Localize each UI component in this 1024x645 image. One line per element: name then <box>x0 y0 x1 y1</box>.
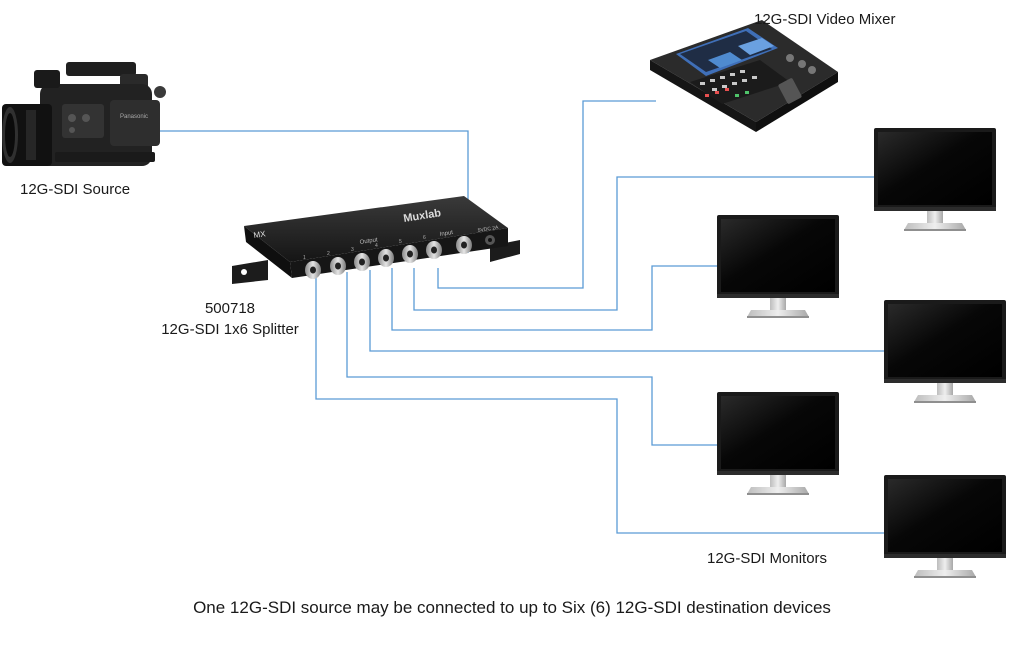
port-number: 5 <box>399 239 402 245</box>
monitor-icon <box>717 392 839 495</box>
cable-out-to-monitor-1 <box>413 176 875 311</box>
monitor-icon <box>874 128 996 231</box>
splitter-icon: MX Muxlab Input Output 5VDC 2A 1 2 3 4 5… <box>232 196 520 284</box>
port-number: 6 <box>423 235 426 241</box>
monitor-icon <box>884 300 1006 403</box>
svg-text:MX: MX <box>253 229 267 240</box>
splitter-input-label: Input <box>439 230 453 238</box>
port-number: 4 <box>375 243 378 249</box>
camera-icon: Panasonic <box>2 62 166 166</box>
splitter-power-label: 5VDC 2A <box>477 225 499 234</box>
video-mixer-icon <box>650 20 838 132</box>
splitter-name-label: 12G-SDI 1x6 Splitter <box>161 321 299 338</box>
splitter-model-label: 500718 <box>204 300 256 317</box>
cable-out-to-monitor-4 <box>346 272 718 446</box>
cables <box>155 100 885 534</box>
svg-text:Panasonic: Panasonic <box>120 114 148 120</box>
source-label: 12G-SDI Source <box>20 181 131 198</box>
monitor-icon <box>717 215 839 318</box>
cable-out-to-monitor-5 <box>315 276 885 534</box>
monitor-icon <box>884 475 1006 578</box>
splitter-output-label: Output <box>359 237 378 246</box>
monitors-label: 12G-SDI Monitors <box>707 550 828 567</box>
cable-out-to-monitor-3 <box>369 270 885 352</box>
splitter-brand: Muxlab <box>403 207 443 225</box>
port-number: 3 <box>351 247 354 253</box>
monitors <box>717 128 1006 578</box>
port-number: 2 <box>327 251 330 257</box>
mixer-label: 12G-SDI Video Mixer <box>754 11 896 28</box>
bnc-connectors <box>305 235 495 279</box>
cable-out-to-monitor-2 <box>391 265 718 331</box>
cable-out-to-mixer <box>437 100 656 289</box>
port-number: 1 <box>303 255 306 261</box>
splitter-port-numbers: 1 2 3 4 5 6 <box>303 235 426 261</box>
diagram-caption: One 12G-SDI source may be connected to u… <box>193 598 831 617</box>
